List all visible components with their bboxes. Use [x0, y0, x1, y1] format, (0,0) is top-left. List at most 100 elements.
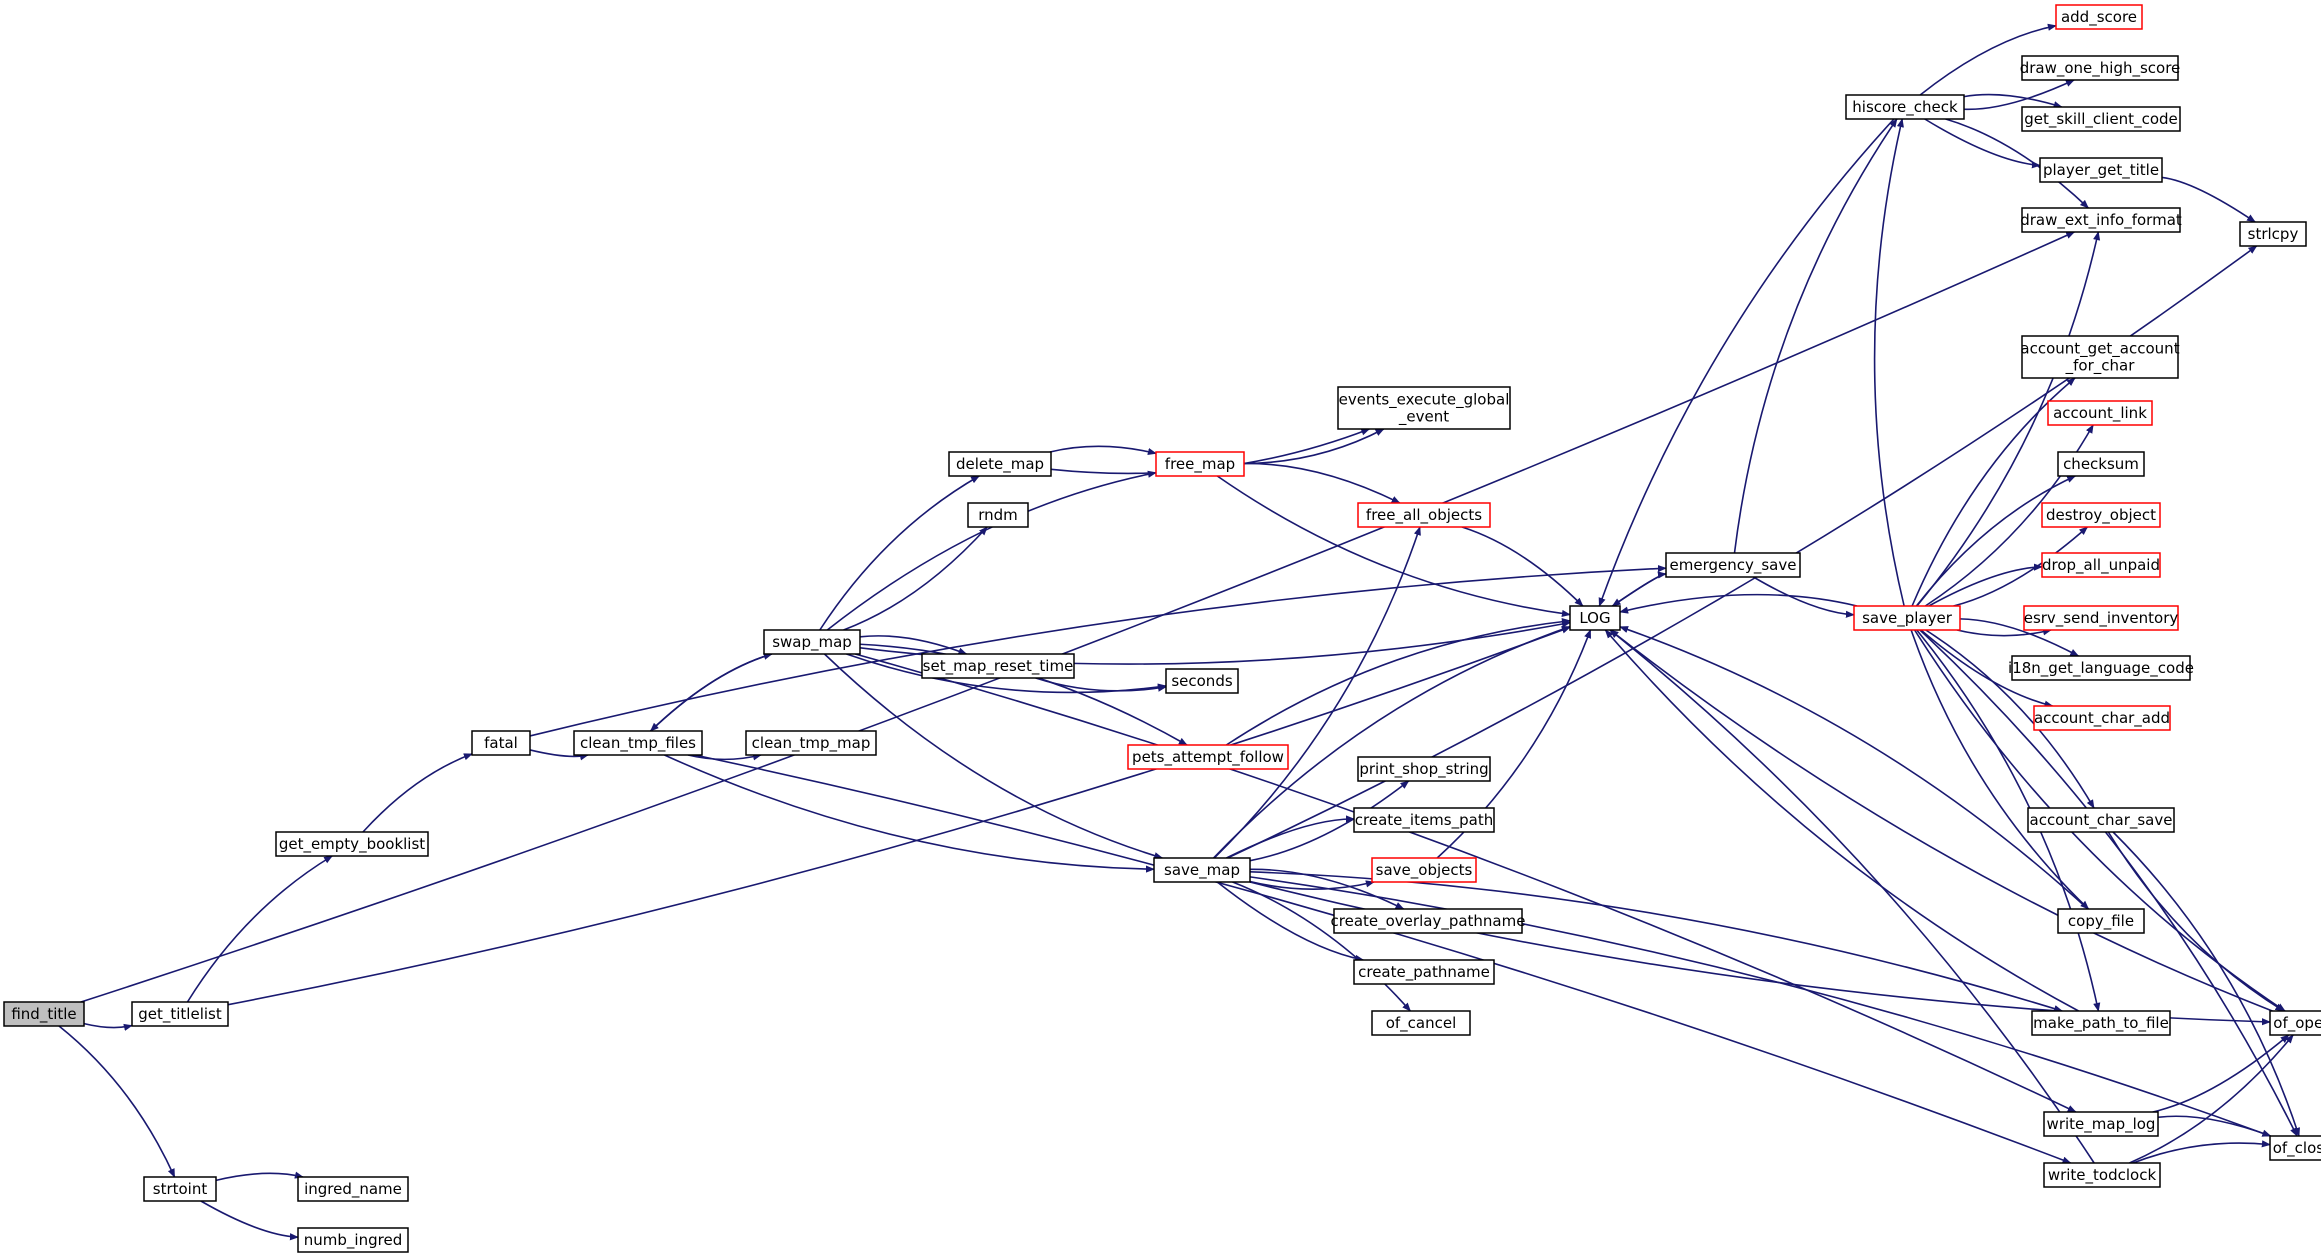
node-box-strtoint[interactable] — [143, 1176, 217, 1202]
node-draw_ext_info_format[interactable]: draw_ext_info_format — [2020, 207, 2182, 233]
node-box-account_get_account_for_char[interactable] — [2021, 335, 2179, 379]
node-events_execute_global_event[interactable]: events_execute_global_event — [1337, 386, 1511, 430]
node-hiscore_check[interactable]: hiscore_check — [1845, 94, 1965, 120]
node-box-swap_map[interactable] — [763, 629, 861, 655]
node-box-draw_one_high_score[interactable] — [2021, 55, 2179, 81]
node-copy_file[interactable]: copy_file — [2057, 908, 2145, 934]
node-free_all_objects[interactable]: free_all_objects — [1357, 502, 1491, 528]
node-account_char_add[interactable]: account_char_add — [2033, 705, 2171, 731]
node-delete_map[interactable]: delete_map — [948, 451, 1052, 477]
node-box-seconds[interactable] — [1165, 668, 1239, 694]
node-LOG[interactable]: LOG — [1569, 605, 1621, 631]
node-box-i18n_get_language_code[interactable] — [2011, 655, 2191, 681]
node-free_map[interactable]: free_map — [1155, 451, 1245, 477]
node-box-of_close[interactable] — [2269, 1135, 2321, 1161]
node-box-emergency_save[interactable] — [1665, 552, 1801, 578]
node-box-of_cancel[interactable] — [1371, 1010, 1471, 1036]
node-box-of_open[interactable] — [2269, 1010, 2321, 1036]
node-box-write_map_log[interactable] — [2043, 1111, 2159, 1137]
node-box-get_empty_booklist[interactable] — [275, 831, 429, 857]
node-box-destroy_object[interactable] — [2041, 502, 2161, 528]
node-checksum[interactable]: checksum — [2057, 451, 2145, 477]
node-emergency_save[interactable]: emergency_save — [1665, 552, 1801, 578]
node-box-create_items_path[interactable] — [1353, 807, 1495, 833]
node-player_get_title[interactable]: player_get_title — [2039, 157, 2163, 183]
node-box-write_todclock[interactable] — [2043, 1162, 2161, 1188]
node-get_skill_client_code[interactable]: get_skill_client_code — [2021, 106, 2181, 132]
node-box-account_link[interactable] — [2047, 400, 2153, 426]
node-box-free_map[interactable] — [1155, 451, 1245, 477]
node-box-copy_file[interactable] — [2057, 908, 2145, 934]
node-box-delete_map[interactable] — [948, 451, 1052, 477]
node-i18n_get_language_code[interactable]: i18n_get_language_code — [2008, 655, 2194, 681]
node-ingred_name[interactable]: ingred_name — [297, 1176, 409, 1202]
node-account_char_save[interactable]: account_char_save — [2027, 807, 2175, 833]
node-box-print_shop_string[interactable] — [1357, 756, 1491, 782]
node-box-get_titlelist[interactable] — [131, 1001, 229, 1027]
node-print_shop_string[interactable]: print_shop_string — [1357, 756, 1491, 782]
node-numb_ingred[interactable]: numb_ingred — [297, 1227, 409, 1253]
node-box-events_execute_global_event[interactable] — [1337, 386, 1511, 430]
node-box-checksum[interactable] — [2057, 451, 2145, 477]
node-box-add_score[interactable] — [2055, 4, 2143, 30]
node-box-fatal[interactable] — [471, 730, 531, 756]
node-save_map[interactable]: save_map — [1153, 857, 1251, 883]
node-account_link[interactable]: account_link — [2047, 400, 2153, 426]
node-fatal[interactable]: fatal — [471, 730, 531, 756]
node-of_cancel[interactable]: of_cancel — [1371, 1010, 1471, 1036]
node-clean_tmp_files[interactable]: clean_tmp_files — [573, 730, 703, 756]
node-set_map_reset_time[interactable]: set_map_reset_time — [921, 653, 1075, 679]
node-box-pets_attempt_follow[interactable] — [1127, 744, 1289, 770]
node-esrv_send_inventory[interactable]: esrv_send_inventory — [2023, 605, 2179, 631]
node-get_empty_booklist[interactable]: get_empty_booklist — [275, 831, 429, 857]
node-save_objects[interactable]: save_objects — [1371, 857, 1477, 883]
node-box-rndm[interactable] — [967, 502, 1029, 528]
node-draw_one_high_score[interactable]: draw_one_high_score — [2020, 55, 2181, 81]
node-box-make_path_to_file[interactable] — [2031, 1010, 2171, 1036]
node-box-set_map_reset_time[interactable] — [921, 653, 1075, 679]
node-save_player[interactable]: save_player — [1853, 605, 1961, 631]
node-add_score[interactable]: add_score — [2055, 4, 2143, 30]
node-box-LOG[interactable] — [1569, 605, 1621, 631]
node-destroy_object[interactable]: destroy_object — [2041, 502, 2161, 528]
node-box-esrv_send_inventory[interactable] — [2023, 605, 2179, 631]
node-box-save_map[interactable] — [1153, 857, 1251, 883]
node-strtoint[interactable]: strtoint — [143, 1176, 217, 1202]
node-box-drop_all_unpaid[interactable] — [2041, 552, 2161, 578]
node-create_items_path[interactable]: create_items_path — [1353, 807, 1495, 833]
node-of_close[interactable]: of_close — [2269, 1135, 2321, 1161]
node-clean_tmp_map[interactable]: clean_tmp_map — [745, 730, 877, 756]
node-drop_all_unpaid[interactable]: drop_all_unpaid — [2041, 552, 2161, 578]
node-box-save_objects[interactable] — [1371, 857, 1477, 883]
node-box-strlcpy[interactable] — [2239, 221, 2307, 247]
node-box-get_skill_client_code[interactable] — [2021, 106, 2181, 132]
node-create_overlay_pathname[interactable]: create_overlay_pathname — [1331, 908, 1526, 934]
node-box-find_title[interactable] — [3, 1001, 85, 1027]
node-box-save_player[interactable] — [1853, 605, 1961, 631]
node-strlcpy[interactable]: strlcpy — [2239, 221, 2307, 247]
node-pets_attempt_follow[interactable]: pets_attempt_follow — [1127, 744, 1289, 770]
node-get_titlelist[interactable]: get_titlelist — [131, 1001, 229, 1027]
node-box-free_all_objects[interactable] — [1357, 502, 1491, 528]
node-box-account_char_add[interactable] — [2033, 705, 2171, 731]
node-create_pathname[interactable]: create_pathname — [1353, 959, 1495, 985]
node-box-create_pathname[interactable] — [1353, 959, 1495, 985]
node-account_get_account_for_char[interactable]: account_get_account_for_char — [2020, 335, 2180, 379]
node-find_title[interactable]: find_title — [3, 1001, 85, 1027]
node-box-draw_ext_info_format[interactable] — [2021, 207, 2181, 233]
node-of_open[interactable]: of_open — [2269, 1010, 2321, 1036]
node-seconds[interactable]: seconds — [1165, 668, 1239, 694]
node-swap_map[interactable]: swap_map — [763, 629, 861, 655]
node-box-hiscore_check[interactable] — [1845, 94, 1965, 120]
node-box-ingred_name[interactable] — [297, 1176, 409, 1202]
node-write_map_log[interactable]: write_map_log — [2043, 1111, 2159, 1137]
node-box-clean_tmp_map[interactable] — [745, 730, 877, 756]
node-make_path_to_file[interactable]: make_path_to_file — [2031, 1010, 2171, 1036]
node-write_todclock[interactable]: write_todclock — [2043, 1162, 2161, 1188]
node-box-player_get_title[interactable] — [2039, 157, 2163, 183]
node-box-account_char_save[interactable] — [2027, 807, 2175, 833]
node-box-create_overlay_pathname[interactable] — [1333, 908, 1523, 934]
node-box-clean_tmp_files[interactable] — [573, 730, 703, 756]
node-rndm[interactable]: rndm — [967, 502, 1029, 528]
node-box-numb_ingred[interactable] — [297, 1227, 409, 1253]
